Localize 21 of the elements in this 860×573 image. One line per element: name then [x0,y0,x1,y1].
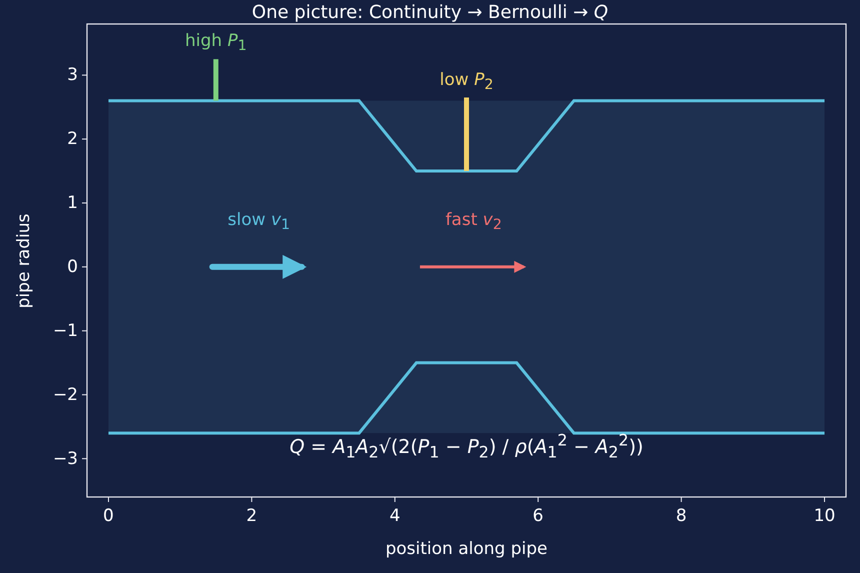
flow-rate-formula: Q = A$_{1}$A$_{2}$√(2(P$_{1}$ − P$_{2}$) / ρ(A$_{1}$$^{2}$ − A$_{2}$$^{2}$)) [290,430,644,462]
tick-label: 2 [67,128,78,150]
tick-label: 0 [103,506,114,526]
pressure-label: high P$_{1}$ [185,30,247,56]
tick-label: −3 [52,448,78,469]
tick-label: 2 [246,506,258,526]
tick-label: −2 [52,384,78,405]
tick-label: 10 [814,506,836,526]
chart-title: One picture: Continuity → Bernoulli → Q [252,2,608,24]
tick-label: 1 [67,192,78,214]
tick-label: 0 [67,256,78,278]
axis-title: pipe radius [14,213,34,308]
tick-label: 6 [532,506,544,526]
tick-label: 4 [389,506,400,526]
tick-label: −1 [52,320,78,341]
axis-title: position along pipe [386,538,548,560]
tick-label: 8 [676,506,687,526]
velocity-label: slow v$_{1}$ [228,210,290,234]
tick-label: 3 [67,64,78,86]
velocity-label: fast v$_{2}$ [445,210,502,234]
pressure-label: low P$_{2}$ [440,69,494,94]
